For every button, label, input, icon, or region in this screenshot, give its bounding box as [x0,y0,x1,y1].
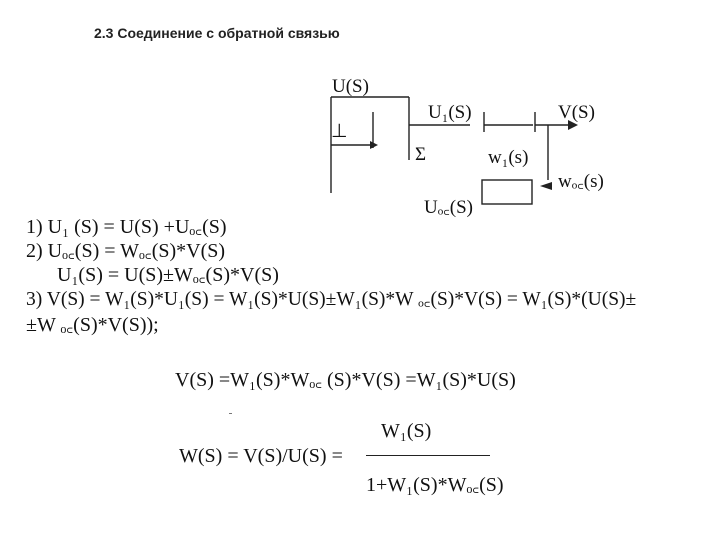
stray-mark [229,413,232,414]
junction-arrow [370,141,378,149]
page-title: 2.3 Соединение с обратной связью [94,25,340,41]
perp-symbol: ⊥ [331,121,348,142]
feedback-block-label: wₒ꜀(s) [558,171,604,192]
sum-symbol: Σ [415,144,426,165]
input-label: U(S) [332,76,369,97]
equation-3: 3) V(S) = W₁(S)*U₁(S) = W₁(S)*U(S)±W₁(S)… [26,289,637,310]
equation-1: 1) U₁ (S) = U(S) +Uₒ꜀(S) [26,216,227,238]
equation-2b: U₁(S) = U(S)±Wₒ꜀(S)*V(S) [57,264,279,286]
transfer-lhs: W(S) = V(S)/U(S) = [179,445,343,467]
equation-3b: ±W ₒ꜀(S)*V(S)); [26,314,159,336]
forward-block-label: w₁(s) [488,147,528,168]
feedback-rect [481,179,533,205]
output-arrow [568,120,578,130]
feedback-signal-label: Uₒ꜀(S) [424,197,473,218]
feedback-arrow [540,182,552,190]
output-label: V(S) [558,102,595,123]
equation-2: 2) Uₒ꜀(S) = Wₒ꜀(S)*V(S) [26,240,226,262]
u1-label: U₁(S) [428,102,472,123]
transfer-numerator: W₁(S) [381,420,432,442]
fraction-bar [366,455,490,456]
middle-equation: V(S) =W₁(S)*Wₒ꜀ (S)*V(S) =W₁(S)*U(S) [175,369,516,391]
transfer-denominator: 1+W₁(S)*Wₒ꜀(S) [366,474,504,496]
